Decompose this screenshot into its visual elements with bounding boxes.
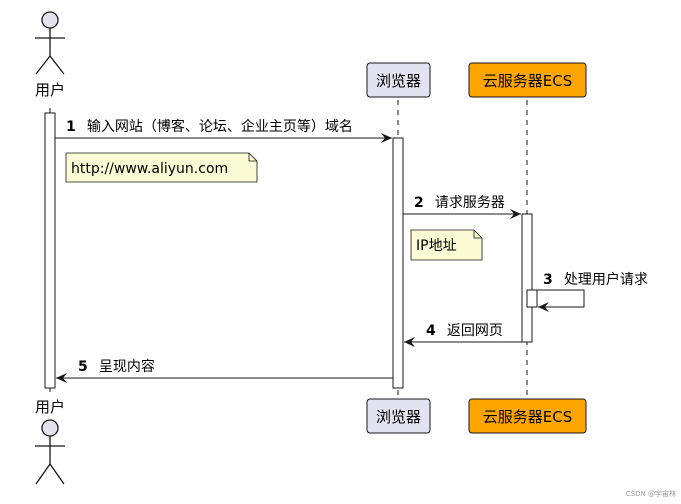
- activation-ecs: [521, 213, 533, 343]
- message-4-number: 4: [426, 323, 436, 339]
- watermark: CSDN @宇宙林: [626, 489, 676, 498]
- message-5-label: 5 呈现内容: [78, 356, 155, 375]
- message-4-text: 返回网页: [447, 323, 503, 339]
- activation-user: [44, 112, 56, 389]
- message-3-arrow: [532, 289, 585, 312]
- note-ip: IP地址: [410, 229, 483, 261]
- message-1-number: 1: [66, 119, 76, 135]
- participant-browser-label-top: 浏览器: [376, 72, 421, 90]
- message-2-text: 请求服务器: [435, 195, 505, 211]
- participant-ecs-label-top: 云服务器ECS: [483, 72, 572, 90]
- message-3-number: 3: [543, 272, 553, 288]
- activation-browser: [392, 137, 404, 389]
- message-1-text: 输入网站（博客、论坛、企业主页等）域名: [87, 118, 353, 135]
- actor-head: [41, 419, 59, 437]
- message-5-number: 5: [78, 359, 88, 375]
- participant-ecs-bottom: [468, 398, 587, 434]
- actor-user-label-top: 用户: [35, 81, 65, 99]
- message-5-text: 呈现内容: [99, 358, 155, 375]
- actor-user-label-bottom: 用户: [35, 398, 65, 416]
- participant-browser-bottom: [366, 398, 431, 434]
- message-3-label: 3 处理用户请求: [543, 269, 648, 288]
- message-2-number: 2: [414, 195, 424, 211]
- actor-head: [41, 11, 59, 29]
- note-url-text: http://www.aliyun.com: [71, 161, 228, 177]
- note-url: http://www.aliyun.com: [65, 152, 258, 183]
- note-ip-text: IP地址: [416, 238, 457, 254]
- message-2-label: 2 请求服务器: [414, 192, 505, 211]
- activation-ecs-nested: [526, 289, 538, 308]
- message-4-label: 4 返回网页: [426, 320, 503, 339]
- actor-user-bottom: [35, 419, 65, 485]
- actor-user-top: [35, 11, 65, 75]
- participant-ecs-label-bottom: 云服务器ECS: [483, 408, 572, 426]
- message-1-label: 1 输入网站（博客、论坛、企业主页等）域名: [66, 116, 353, 135]
- message-3-text: 处理用户请求: [564, 271, 648, 288]
- participant-browser-label-bottom: 浏览器: [376, 408, 421, 426]
- participant-browser-top: [366, 62, 431, 98]
- participant-ecs-top: [468, 62, 587, 98]
